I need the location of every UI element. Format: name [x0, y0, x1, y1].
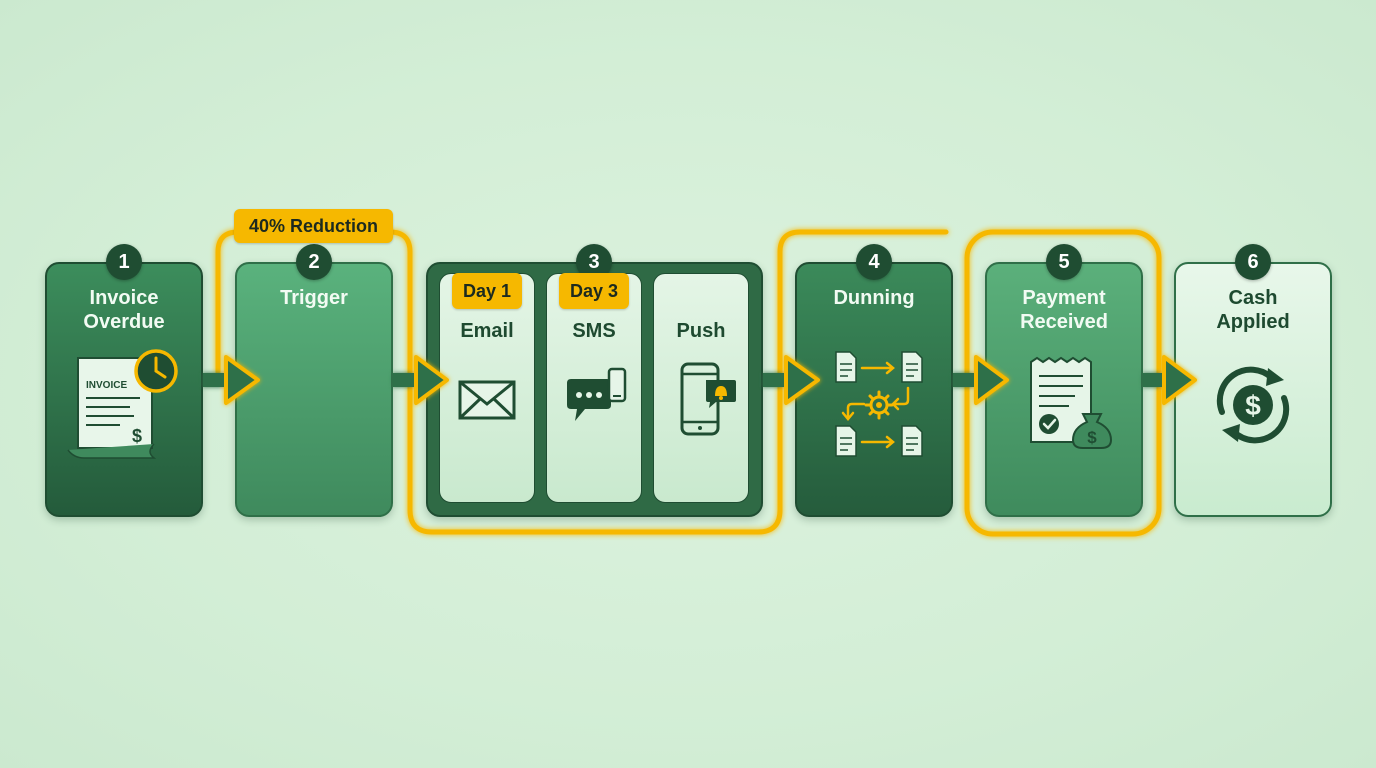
step-title-invoice-overdue: Invoice Overdue — [45, 286, 203, 334]
step-number-2: 2 — [296, 244, 332, 280]
step-card-dunning — [795, 262, 953, 517]
title-line: Invoice — [89, 287, 159, 309]
dollar-cycle-icon: $ — [1216, 366, 1290, 444]
document-workflow-icon — [835, 351, 923, 457]
svg-text:$: $ — [132, 426, 142, 446]
day-badge-email: Day 1 — [452, 273, 522, 309]
step-card-cash-applied — [1174, 262, 1332, 517]
chat-phone-icon — [567, 367, 627, 421]
envelope-icon — [458, 380, 516, 420]
reduction-badge: 40% Reduction — [234, 209, 393, 243]
step-number-6: 6 — [1235, 244, 1271, 280]
channel-label-sms: SMS — [572, 320, 616, 342]
channel-label-email: Email — [460, 320, 514, 342]
step-number-5: 5 — [1046, 244, 1082, 280]
step-title-trigger: Trigger — [280, 287, 348, 309]
title-line: Received — [1020, 311, 1108, 333]
step-number-4: 4 — [856, 244, 892, 280]
step-number-1: 1 — [106, 244, 142, 280]
channel-label-push: Push — [676, 320, 726, 342]
step-card-payment-received — [985, 262, 1143, 517]
title-line: Applied — [1216, 311, 1290, 333]
phone-bell-icon — [680, 362, 736, 436]
svg-text:$: $ — [1087, 428, 1097, 447]
overdue-invoice-clock-icon: INVOICE $ — [67, 349, 178, 459]
day-badge-sms: Day 3 — [559, 273, 629, 309]
step-card-trigger — [235, 262, 393, 517]
step-title-dunning: Dunning — [833, 287, 915, 309]
svg-text:$: $ — [1245, 390, 1261, 421]
title-line: Payment — [1022, 287, 1106, 309]
step-title-cash-applied: Cash Applied — [1174, 286, 1332, 334]
title-line: Overdue — [83, 311, 165, 333]
title-line: Cash — [1228, 287, 1278, 309]
step-title-payment-received: Payment Received — [985, 286, 1143, 334]
receipt-money-bag-icon: $ — [1030, 356, 1113, 449]
invoice-icon-text: INVOICE — [86, 380, 127, 391]
